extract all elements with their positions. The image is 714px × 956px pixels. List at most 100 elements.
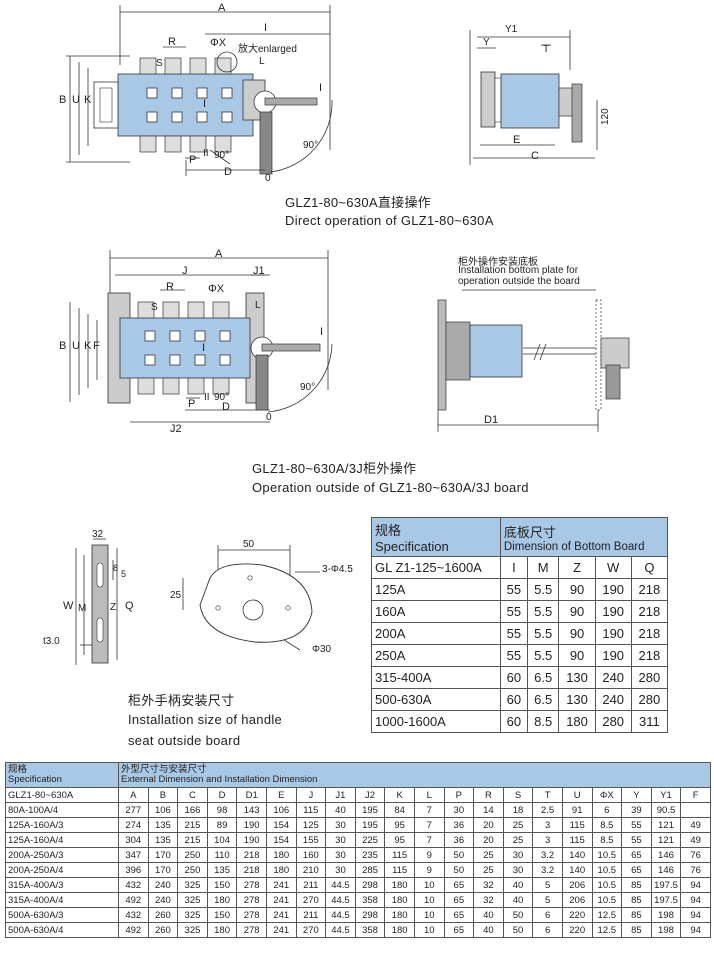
dim-value-cell: 44.5 [325,892,356,908]
dim-column-header: Y [621,787,652,803]
dim-value-cell: 358 [354,922,386,938]
dim-value-cell [680,802,712,818]
dim-column-header: T [532,787,563,803]
dim-value-cell: 160 [295,847,327,863]
dim-value-cell: 10 [413,892,445,908]
bp-spec-en: Specification [375,539,449,554]
bp-spec-cn: 规格 [375,523,402,538]
bp-value-cell: 55 [499,600,528,623]
dim-label-phix: ΦX [210,37,227,49]
dim-value-cell: 278 [236,877,267,893]
dim-label-zero: 0 [265,173,271,184]
bp-dim-en: Dimension of Bottom Board [503,540,645,553]
bp-spec-cell: 250A [371,644,501,667]
dim-label-a: A [218,2,226,14]
out-label-j2: J2 [170,423,182,435]
bp-value-cell: 218 [630,578,669,601]
dim-label-b: B [59,94,67,106]
dim-label-s: S [156,58,163,69]
dim-value-cell: 40 [325,802,356,818]
dim-value-cell: 325 [177,892,208,908]
dim-value-cell: 10 [413,922,445,938]
dim-value-cell: 40 [502,877,534,893]
bp-spec-cell: 200A [371,622,501,645]
dim-column-header: S [502,787,534,803]
bp-value-cell: 218 [630,622,669,645]
dim-column-header: A [118,787,149,803]
handle-seat-drawing [75,538,118,665]
dim-value-cell: 25 [502,817,534,833]
dim-value-cell: 198 [650,922,682,938]
bp-value-cell: 280 [630,666,669,689]
dim-value-cell: 30 [443,802,475,818]
dim-value-cell: 146 [650,847,682,863]
out-body-label-i: I [202,342,206,354]
bp-dim-cn: 底板尺寸 [503,524,556,540]
dim-spec-en: Specification [8,774,62,785]
side-label-c: C [531,150,539,162]
dim-value-cell: 6 [532,907,563,923]
dim-spec-cell: 200A-250A/3 [5,847,119,863]
dim-value-cell: 95 [384,817,415,833]
dim-value-cell: 30 [502,862,534,878]
dim-value-cell: 94 [680,892,712,908]
direct-operation-side-view [469,30,598,165]
angle-label-90a: 90° [214,150,230,161]
dim-column-header: F [680,787,712,803]
dim-spec-cell: 125A-160A/3 [5,817,119,833]
dim-value-cell: 274 [118,817,149,833]
dim-value-cell: 270 [295,922,327,938]
dim-value-cell: 85 [621,922,652,938]
dim-value-cell: 140 [561,862,593,878]
dim-value-cell: 50 [502,907,534,923]
bp-value-cell: 240 [594,666,632,689]
out-label-ii: II [204,392,210,403]
dim-value-cell: 36 [443,832,475,848]
seat-label-w: W [63,600,74,612]
side-label-y: Y [483,37,490,48]
dim-value-cell: 190 [236,817,267,833]
bp-value-cell: 180 [558,710,596,733]
bp-value-cell: 5.5 [526,600,560,623]
outside-caption-en: Operation outside of GLZ1-80~630A/3J boa… [252,480,529,495]
dim-value-cell: 285 [354,862,386,878]
out-label-l: L [255,300,261,311]
dim-value-cell: 104 [206,832,238,848]
dim-value-cell: 85 [621,877,652,893]
bp-value-cell: 90 [558,644,596,667]
out-label-phix: ΦX [208,283,225,295]
seat-label-5: 5 [121,569,127,579]
out-label-k: K [84,340,92,352]
direct-caption-en: Direct operation of GLZ1-80~630A [285,213,494,228]
dim-spec-cell: 315A-400A/4 [5,892,119,908]
plate-caption-en2: operation outside the board [458,276,580,287]
dim-value-cell: 358 [354,892,386,908]
dim-value-cell: 85 [621,892,652,908]
dim-value-cell: 250 [177,862,208,878]
dim-value-cell: 32 [473,892,504,908]
outside-operation-side-view [437,289,630,432]
dim-value-cell: 94 [680,877,712,893]
dim-label-k: K [84,94,92,106]
dim-value-cell: 98 [206,802,238,818]
dim-column-header: R [473,787,504,803]
dim-value-cell: 94 [680,922,712,938]
dim-value-cell: 94 [680,907,712,923]
seat-label-m: M [78,603,87,614]
dim-value-cell: 12.5 [591,907,623,923]
dim-value-cell: 106 [265,802,297,818]
dim-value-cell: 65 [621,862,652,878]
dim-value-cell: 195 [354,802,386,818]
dim-column-header: J [295,787,327,803]
dim-value-cell: 30 [325,832,356,848]
outside-caption-cn: GLZ1-80~630A/3J柜外操作 [252,461,417,476]
dim-value-cell: 55 [621,832,652,848]
handle-label-i: I [319,82,323,94]
